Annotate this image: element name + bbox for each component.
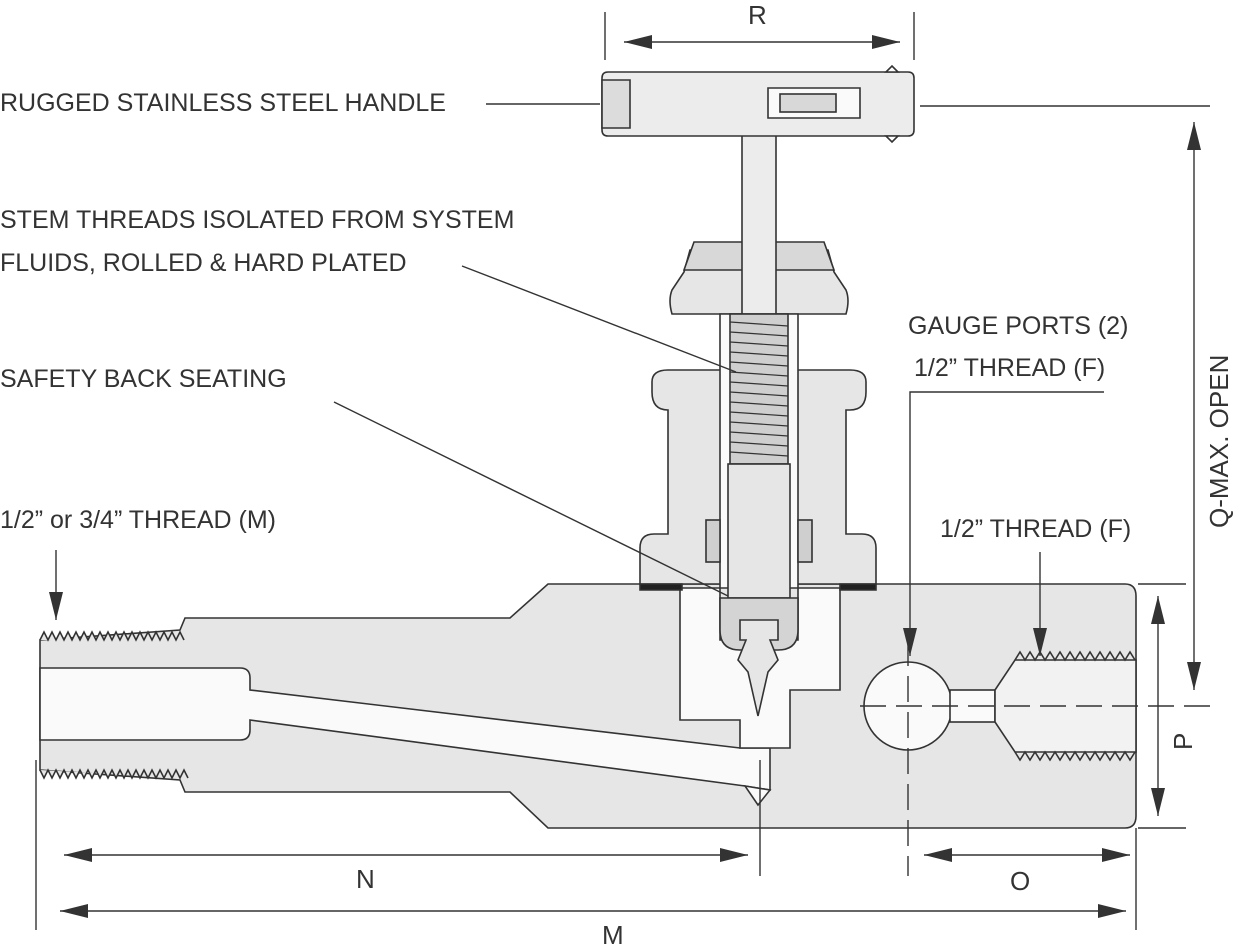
stem (719, 133, 799, 717)
handle (601, 64, 915, 144)
callout-gauge-ports-line2: 1/2” THREAD (F) (914, 354, 1106, 382)
outlet-thread-teeth-bottom (1014, 750, 1136, 762)
stem-thread-lines (729, 321, 789, 457)
body-gasket-right (839, 583, 877, 591)
drill-point (743, 784, 772, 807)
callout-handle: RUGGED STAINLESS STEEL HANDLE (0, 89, 446, 117)
dim-label-q: Q-MAX. OPEN (1204, 354, 1234, 528)
callout-gauge-ports-line1: GAUGE PORTS (2) (908, 312, 1129, 340)
inlet-thread-top (39, 630, 185, 642)
body-gasket-left (639, 583, 683, 591)
packing-ring-left (705, 519, 721, 563)
leader-gauge-ports (903, 391, 1104, 656)
dimension-lines (35, 12, 1210, 930)
leader-back-seating (333, 401, 729, 597)
dim-label-m: M (602, 920, 624, 946)
handle-groove-top (884, 64, 900, 73)
stem-threads (729, 313, 789, 465)
stem-shaft (741, 133, 777, 315)
callout-inlet-thread: 1/2” or 3/4” THREAD (M) (0, 506, 276, 534)
body-outline (39, 583, 1137, 829)
dim-label-r: R (748, 0, 767, 30)
callout-stem-threads-line2: FLUIDS, ROLLED & HARD PLATED (0, 249, 407, 277)
inlet-thread-bottom (39, 768, 189, 780)
leader-stem-threads (461, 265, 737, 373)
dim-label-o: O (1010, 866, 1031, 896)
handle-set-screw (779, 93, 837, 113)
needle-tip (737, 619, 779, 717)
stem-lower (727, 463, 791, 599)
leader-lines (49, 103, 1104, 656)
handle-grip-left (601, 79, 631, 129)
handle-bar (601, 71, 915, 137)
callout-outlet-thread: 1/2” THREAD (F) (940, 515, 1132, 543)
packing-ring-right (797, 519, 813, 563)
outlet-thread-teeth-top (1014, 650, 1136, 662)
callout-stem-threads-line1: STEM THREADS ISOLATED FROM SYSTEM (0, 206, 515, 234)
dim-label-n: N (356, 864, 375, 894)
dim-label-p: P (1168, 732, 1198, 750)
handle-groove-bottom (884, 135, 900, 144)
callout-back-seating: SAFETY BACK SEATING (0, 365, 287, 393)
